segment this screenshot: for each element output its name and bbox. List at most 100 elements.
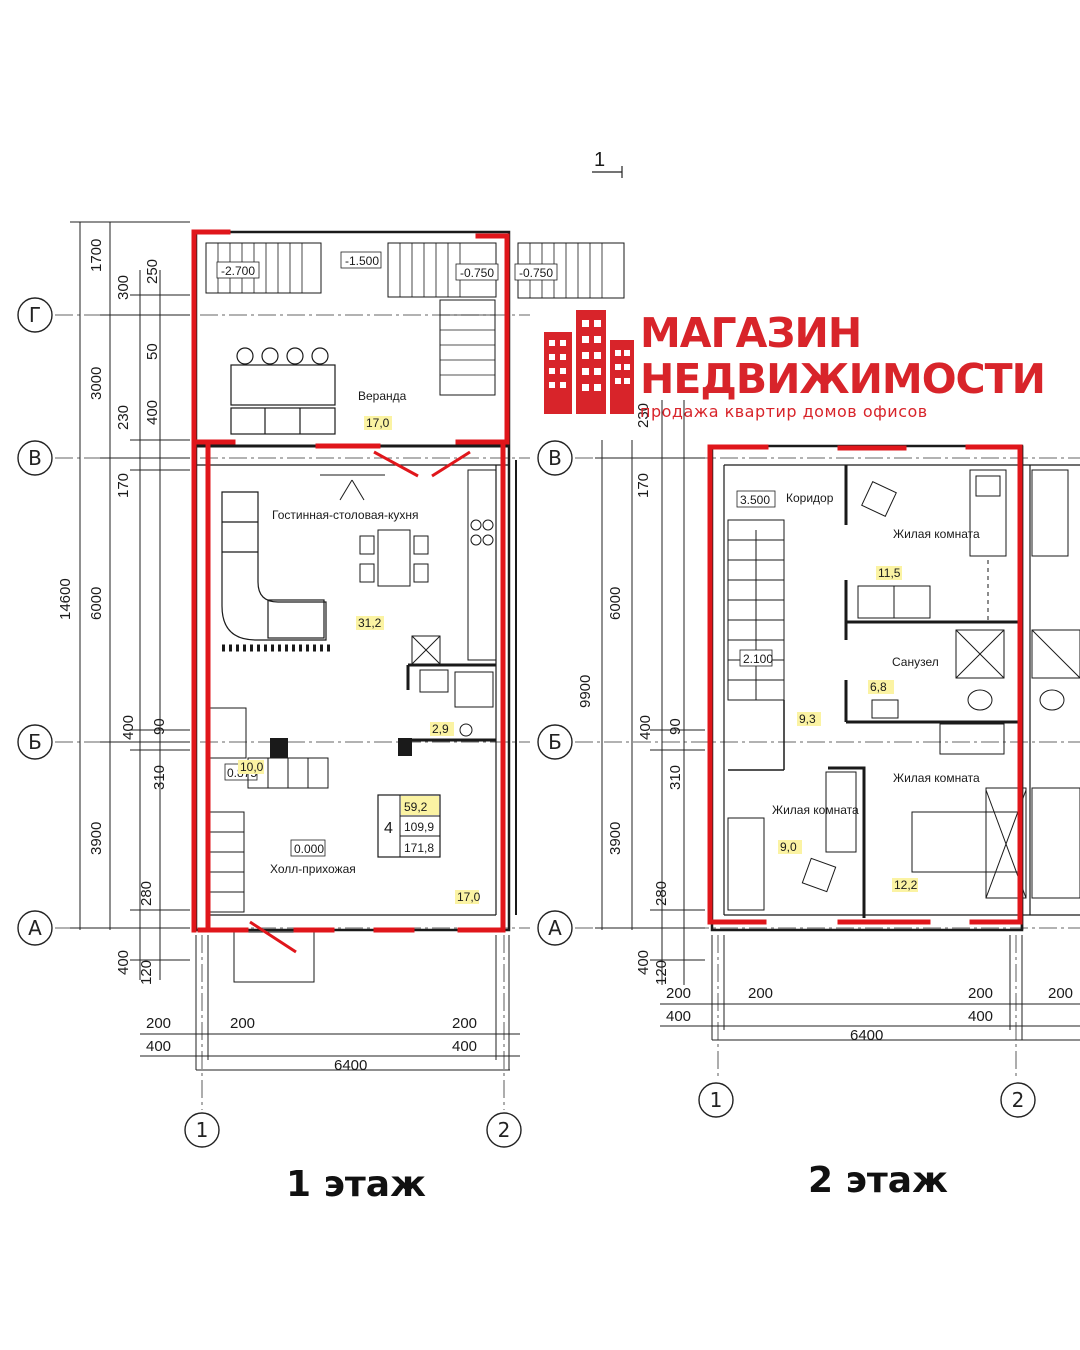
bathroom-fixtures-icon <box>419 669 494 737</box>
axis-label-a: А <box>28 916 42 940</box>
room-bed3-area: 12,2 <box>894 878 918 892</box>
floor1-plan: 1700 300 250 50 3000 230 400 170 14600 6… <box>17 221 625 1148</box>
room-bed1-area: 11,5 <box>878 566 901 580</box>
dining-table-icon <box>320 474 429 587</box>
dim-250: 250 <box>144 259 161 284</box>
room-hall-area: 17,0 <box>457 890 481 904</box>
dim-400c: 400 <box>115 950 132 975</box>
brand-line2: НЕДВИЖИМОСТИ <box>640 355 1046 403</box>
dim2-90: 90 <box>667 718 684 735</box>
dim2-b-200d: 200 <box>1048 985 1073 1002</box>
dim2-6000: 6000 <box>607 587 624 620</box>
dim-400: 400 <box>144 400 161 425</box>
room-bed2-area: 9,0 <box>780 840 797 854</box>
apt-area-2: 109,9 <box>404 820 434 834</box>
dim-50: 50 <box>144 343 161 360</box>
room-small-area: 2,9 <box>432 722 449 736</box>
dim-120: 120 <box>138 960 155 985</box>
floor2-caption: 2 этаж <box>808 1160 948 1201</box>
room-bed3-name: Жилая комната <box>893 771 980 785</box>
dim-b-200a: 200 <box>146 1015 171 1032</box>
dim-280: 280 <box>138 881 155 906</box>
unit-outline-f1 <box>191 229 510 933</box>
stairs-f1-icon <box>209 707 329 913</box>
bedroom3-furniture-icon <box>911 787 1080 899</box>
axis2-label-a: А <box>548 916 562 940</box>
level-f1-2: -1.500 <box>345 254 379 268</box>
axis-col-1-f1: 1 <box>196 1118 209 1142</box>
room-living-area: 31,2 <box>358 616 382 630</box>
dim2-b-400b: 400 <box>968 1008 993 1025</box>
room-corridor-name: Коридор <box>786 491 834 505</box>
bedroom2-furniture-icon <box>727 771 857 911</box>
dim2-400b: 400 <box>635 950 652 975</box>
room-stair-area: 10,0 <box>240 760 264 774</box>
veranda-table-icon <box>230 347 336 435</box>
dim2-9900: 9900 <box>577 675 594 708</box>
room-corridor-area: 9,3 <box>799 712 816 726</box>
dim2-3900: 3900 <box>607 822 624 855</box>
sofa-icon <box>221 491 327 641</box>
dim2-310: 310 <box>667 765 684 790</box>
level-f1-3: -0.750 <box>460 266 494 280</box>
dim-b-400a: 400 <box>146 1038 171 1055</box>
brand-logo: МАГАЗИН НЕДВИЖИМОСТИ продажа квартир дом… <box>540 306 1046 426</box>
dim-b-400b: 400 <box>452 1038 477 1055</box>
dim-300: 300 <box>115 275 132 300</box>
room-veranda-name: Веранда <box>358 389 407 403</box>
axis2-label-v: В <box>548 446 562 470</box>
axis-col-1-f2: 1 <box>710 1088 723 1112</box>
dim-310: 310 <box>151 765 168 790</box>
floor2-plan: 230 170 6000 9900 400 90 310 3900 280 40… <box>537 400 1080 1118</box>
dim2-230: 230 <box>635 403 652 428</box>
section-mark: 1 <box>594 149 605 171</box>
dim2-b-6400: 6400 <box>850 1027 883 1044</box>
level-f1-4: -0.750 <box>519 266 553 280</box>
bedroom1-furniture-icon <box>857 469 1007 622</box>
dim-170: 170 <box>115 473 132 498</box>
dim-400b: 400 <box>120 715 137 740</box>
brand-line1: МАГАЗИН <box>640 309 862 357</box>
brand-tagline: продажа квартир домов офисов <box>640 402 928 421</box>
dim-b-200c: 200 <box>452 1015 477 1032</box>
dim-90: 90 <box>151 718 168 735</box>
axis-col-2-f2: 2 <box>1012 1088 1025 1112</box>
dim2-120: 120 <box>653 960 670 985</box>
bathroom-f2-icon <box>871 629 1005 755</box>
apt-area-1: 59,2 <box>404 800 428 814</box>
axis-label-b: Б <box>28 730 42 754</box>
room-living-name: Гостинная-столовая-кухня <box>272 508 419 522</box>
dim2-280: 280 <box>653 881 670 906</box>
dim-3000: 3000 <box>88 367 105 400</box>
dim2-b-200c: 200 <box>968 985 993 1002</box>
apt-number: 4 <box>384 820 393 837</box>
axis-label-v: В <box>28 446 42 470</box>
room-bath-name: Санузел <box>892 655 939 669</box>
building-logo-icon <box>544 310 634 414</box>
axis-label-g: Г <box>29 303 41 327</box>
stairs-f2-icon <box>727 519 785 701</box>
axis2-label-b: Б <box>548 730 562 754</box>
room-bed2-name: Жилая комната <box>772 803 859 817</box>
level-f1-1: -2.700 <box>221 264 255 278</box>
apartment-area-table: 4 59,2 109,9 171,8 <box>377 794 441 858</box>
dim2-170: 170 <box>635 473 652 498</box>
room-veranda-area: 17,0 <box>366 416 390 430</box>
floor1-caption: 1 этаж <box>286 1164 426 1205</box>
room-bed1-name: Жилая комната <box>893 527 980 541</box>
apt-area-3: 171,8 <box>404 841 434 855</box>
dim2-400: 400 <box>637 715 654 740</box>
dim-3900: 3900 <box>88 822 105 855</box>
level-f1-6: 0.000 <box>294 842 324 856</box>
dim2-b-200a: 200 <box>666 985 691 1002</box>
axis-col-2-f1: 2 <box>498 1118 511 1142</box>
level-f2-1: 3.500 <box>740 493 770 507</box>
dim-b-6400: 6400 <box>334 1057 367 1074</box>
dim2-b-400a: 400 <box>666 1008 691 1025</box>
level-f2-2: 2.100 <box>743 652 773 666</box>
dim-230: 230 <box>115 405 132 430</box>
kitchen-counter-icon <box>411 469 497 665</box>
dim-6000: 6000 <box>88 587 105 620</box>
dim-b-200b: 200 <box>230 1015 255 1032</box>
dim2-b-200b: 200 <box>748 985 773 1002</box>
